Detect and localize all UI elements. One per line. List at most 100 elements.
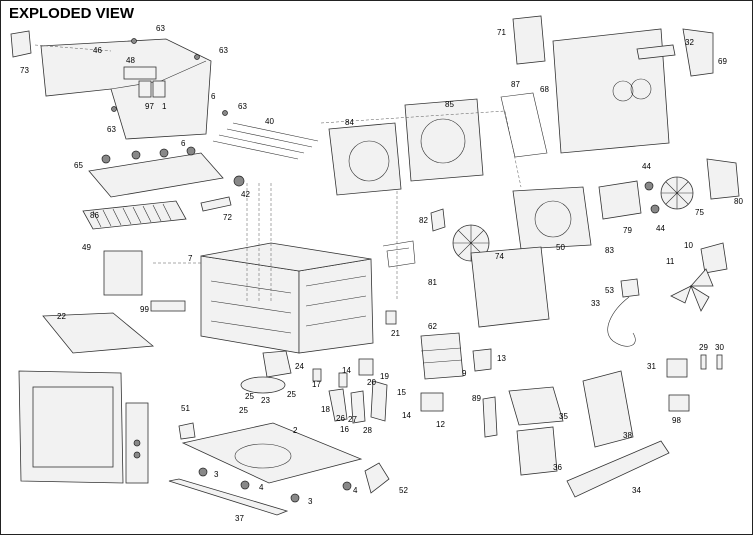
- callout-49: 49: [82, 243, 91, 252]
- part-16-lever: [350, 390, 366, 424]
- part-80-motor: [706, 158, 740, 200]
- part-1-label: [152, 80, 166, 98]
- page-title: EXPLODED VIEW: [9, 5, 135, 22]
- callout-31: 31: [647, 362, 656, 371]
- part-52-bracket: [364, 462, 390, 494]
- callout-52: 52: [399, 486, 408, 495]
- callout-51: 51: [181, 404, 190, 413]
- callout-32: 32: [685, 38, 694, 47]
- callout-63: 63: [219, 46, 228, 55]
- callout-79: 79: [623, 226, 632, 235]
- part-65-top-plate: [88, 152, 224, 198]
- callout-87: 87: [511, 80, 520, 89]
- part-38-control-assembly: [582, 370, 634, 448]
- part-12-relay: [420, 392, 444, 412]
- callout-27: 27: [348, 415, 357, 424]
- callout-20: 20: [367, 378, 376, 387]
- callout-71: 71: [497, 28, 506, 37]
- part-87-frame: [500, 92, 548, 158]
- part-63-screw: [111, 106, 117, 112]
- callout-72: 72: [223, 213, 232, 222]
- part-37-front-rail: [168, 478, 289, 516]
- callout-69: 69: [718, 57, 727, 66]
- callout-9: 9: [462, 369, 467, 378]
- part-20-switch: [358, 358, 374, 376]
- part-18-lever: [328, 388, 348, 422]
- part-53-plug: [620, 278, 640, 298]
- callout-89: 89: [472, 394, 481, 403]
- part-7-oven-cavity: [200, 242, 374, 354]
- part-73-bracket: [10, 30, 32, 58]
- part-24-motor: [262, 350, 292, 378]
- callout-29: 29: [699, 343, 708, 352]
- callout-25: 25: [245, 392, 254, 401]
- part-21-switch: [385, 310, 397, 325]
- part-48-label: [123, 66, 157, 80]
- part-85-convection-panel: [404, 98, 484, 182]
- part-10-fan-motor: [700, 242, 728, 274]
- part-23-turntable-coupler: [240, 376, 286, 394]
- part-14-switch: [338, 372, 348, 388]
- callout-42: 42: [241, 190, 250, 199]
- part-34-base-rail: [566, 440, 670, 498]
- callout-14: 14: [342, 366, 351, 375]
- callout-6: 6: [181, 139, 186, 148]
- callout-53: 53: [605, 286, 614, 295]
- callout-48: 48: [126, 56, 135, 65]
- callout-35: 35: [559, 412, 568, 421]
- part-40-heater-rods: [212, 122, 319, 160]
- callout-13: 13: [497, 354, 506, 363]
- part-98-label: [668, 394, 690, 412]
- part-door-assembly: [18, 370, 149, 484]
- callout-23: 23: [261, 396, 270, 405]
- part-46-outer-cabinet: [40, 38, 212, 140]
- part-4-foot: [342, 481, 352, 491]
- callout-28: 28: [363, 426, 372, 435]
- callout-6: 6: [211, 92, 216, 101]
- callout-81: 81: [428, 278, 437, 287]
- callout-18: 18: [321, 405, 330, 414]
- part-15-lever: [370, 380, 388, 422]
- callout-73: 73: [20, 66, 29, 75]
- callout-12: 12: [436, 420, 445, 429]
- callout-38: 38: [623, 431, 632, 440]
- part-71-duct: [512, 15, 546, 65]
- part-30-fuse: [716, 354, 723, 370]
- part-99-bar: [150, 300, 186, 312]
- callout-4: 4: [353, 486, 358, 495]
- callout-98: 98: [672, 416, 681, 425]
- part-3-foot: [198, 467, 208, 477]
- part-63-screw: [194, 54, 200, 60]
- callout-99: 99: [140, 305, 149, 314]
- part-63-screw: [131, 38, 137, 44]
- callout-97: 97: [145, 102, 154, 111]
- part-82-fitting: [430, 208, 446, 232]
- callout-1: 1: [162, 102, 167, 111]
- callout-85: 85: [445, 100, 454, 109]
- part-68-rear-panel: [552, 28, 670, 154]
- callout-40: 40: [265, 117, 274, 126]
- callout-22: 22: [57, 312, 66, 321]
- callout-11: 11: [666, 257, 675, 266]
- callout-63: 63: [107, 125, 116, 134]
- callout-46: 46: [93, 46, 102, 55]
- part-50-side-panel: [470, 246, 550, 328]
- part-44-washer: [650, 204, 660, 214]
- callout-26: 26: [336, 414, 345, 423]
- callout-4: 4: [259, 483, 264, 492]
- part-79-motor-bracket: [598, 180, 642, 220]
- part-36-control-board: [516, 426, 558, 476]
- callout-30: 30: [715, 343, 724, 352]
- callout-37: 37: [235, 514, 244, 523]
- part-84-panel: [328, 122, 402, 196]
- callout-24: 24: [295, 362, 304, 371]
- callout-75: 75: [695, 208, 704, 217]
- callout-7: 7: [188, 254, 193, 263]
- callout-50: 50: [556, 243, 565, 252]
- part-89-bracket: [482, 396, 498, 438]
- part-63-screw: [222, 110, 228, 116]
- part-44-washer: [644, 181, 654, 191]
- callout-19: 19: [380, 372, 389, 381]
